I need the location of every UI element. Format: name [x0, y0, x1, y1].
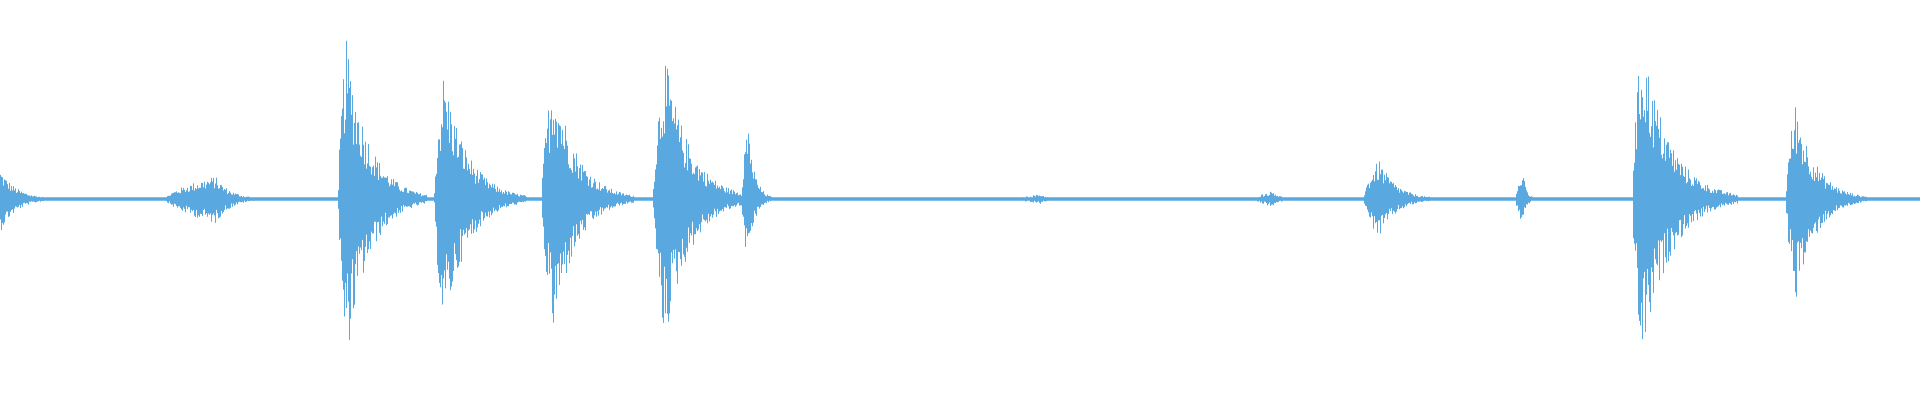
waveform-path — [0, 40, 1920, 340]
waveform-amplitude-lines — [0, 40, 1920, 340]
